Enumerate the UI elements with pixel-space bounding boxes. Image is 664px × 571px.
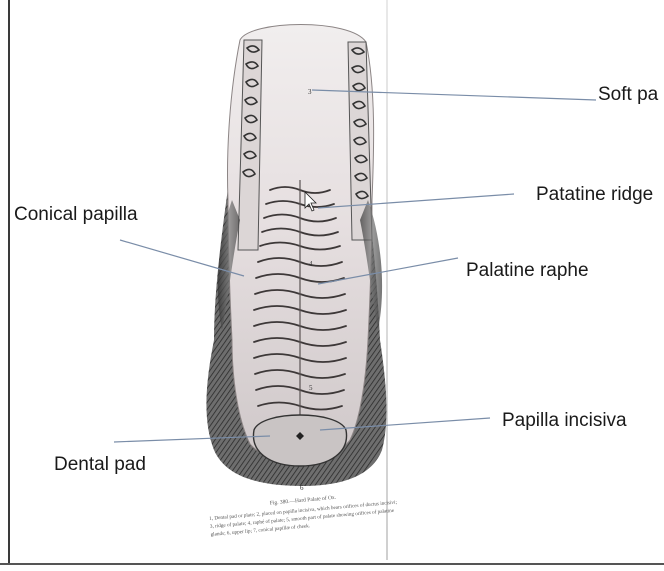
- left-border: [8, 0, 10, 569]
- dental-pad-shape: [253, 415, 346, 466]
- figure-number-4: 4: [309, 260, 313, 268]
- figure-number-6: 6: [300, 484, 304, 492]
- figure-number-5: 5: [309, 384, 313, 392]
- label-palatine-raphe: Palatine raphe: [466, 260, 589, 282]
- label-palatine-ridge: Patatine ridge: [536, 184, 653, 206]
- bottom-border: [0, 563, 664, 571]
- label-dental-pad: Dental pad: [54, 454, 146, 476]
- figure-number-3: 3: [308, 88, 312, 96]
- label-conical-papilla: Conical papilla: [14, 204, 138, 226]
- label-soft-palate: Soft pa: [598, 84, 658, 106]
- label-papilla-incisiva: Papilla incisiva: [502, 410, 627, 432]
